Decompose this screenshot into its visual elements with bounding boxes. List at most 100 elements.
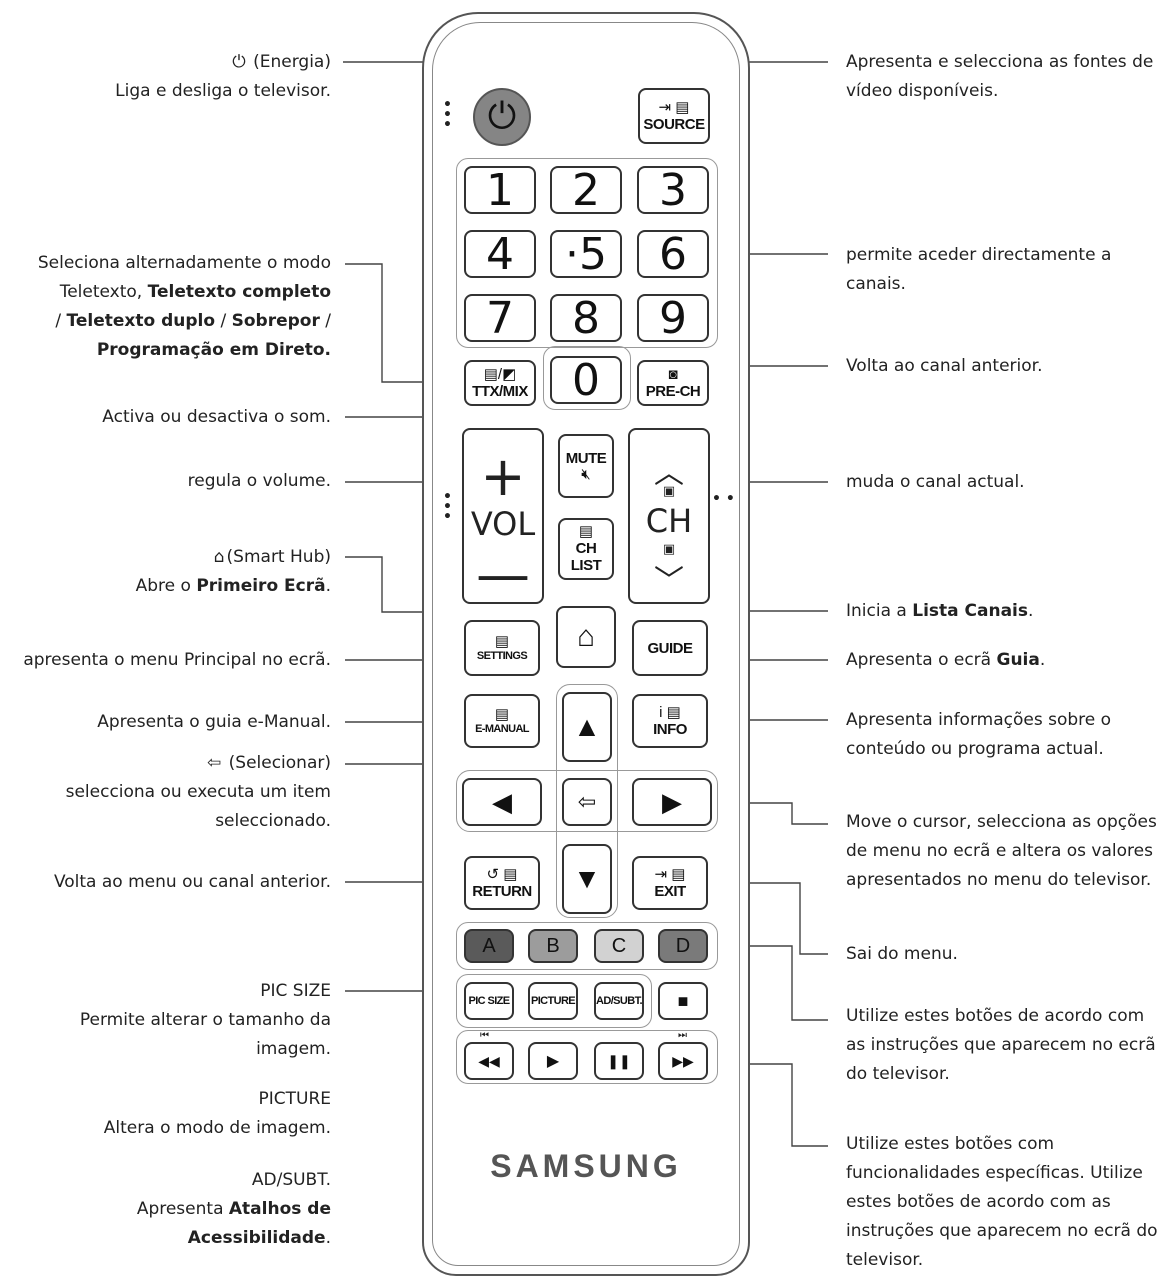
power-icon: ⏻ — [232, 52, 246, 72]
rewind-icon: ◀◀ — [478, 1052, 500, 1069]
digit-2-button[interactable]: 2 — [550, 165, 622, 216]
digit-1-button[interactable]: 1 — [464, 165, 536, 216]
ttx-mix-button[interactable]: ▤/◩ TTX/MIX — [464, 360, 536, 406]
stop-button[interactable]: ■ — [658, 982, 708, 1020]
home-icon: ⌂ — [576, 620, 596, 653]
label-adsubt: AD/SUBT. Apresenta Atalhos de Acessibili… — [136, 1170, 331, 1248]
fast-forward-icon: ▶▶ — [672, 1052, 694, 1069]
up-arrow-button[interactable]: ▲ — [562, 692, 612, 762]
pause-icon: ❚❚ — [607, 1052, 631, 1069]
digit-0-button[interactable]: 0 — [550, 355, 622, 406]
label-chlist: Inicia a Lista Canais. — [846, 601, 1034, 621]
digit-group — [456, 158, 718, 348]
volume-up-button[interactable]: + — [480, 445, 526, 508]
play-button[interactable]: ▶ — [528, 1042, 578, 1080]
color-b-button[interactable]: B — [528, 929, 578, 963]
label-info: Apresenta informações sobre o conteúdo o… — [846, 710, 1112, 759]
exit-icon: ⇥ ▤ — [654, 865, 686, 883]
pre-ch-button[interactable]: ◙ PRE-CH — [637, 360, 709, 406]
info-button[interactable]: i ▤ INFO — [632, 694, 708, 748]
label-volume: regula o volume. — [187, 471, 331, 491]
chlist-icon: ▤ — [578, 523, 594, 540]
label-emanual: Apresenta o guia e-Manual. — [97, 712, 331, 732]
power-button[interactable]: ⏻ — [473, 88, 531, 146]
label-exit: Sai do menu. — [846, 944, 958, 964]
label-select: ⇦ (Selecionar) selecciona ou executa um … — [65, 753, 331, 831]
color-c-button[interactable]: C — [594, 929, 644, 963]
label-numbers: permite aceder directamente a canais. — [846, 245, 1112, 294]
channel-rocker[interactable]: ︿ ▣ CH ▣ ﹀ — [628, 428, 710, 604]
select-button[interactable]: ⇦ — [562, 778, 612, 826]
label-picture: PICTURE Altera o modo de imagem. — [103, 1089, 331, 1138]
rewind-button[interactable]: ◀◀ — [464, 1042, 514, 1080]
stop-icon: ■ — [677, 990, 689, 1011]
ad-subt-button[interactable]: AD/SUBT. — [594, 982, 644, 1020]
home-button[interactable]: ⌂ — [556, 606, 616, 668]
label-cursor: Move o cursor, selecciona as opções de m… — [846, 812, 1157, 890]
e-manual-button[interactable]: ▤ E-MANUAL — [464, 694, 540, 748]
fast-forward-button[interactable]: ▶▶ — [658, 1042, 708, 1080]
digit-3-button[interactable]: 3 — [637, 165, 709, 216]
label-mute: Activa ou desactiva o som. — [102, 407, 331, 427]
home-icon: ⌂ — [213, 547, 225, 567]
digit-6-button[interactable]: 6 — [637, 229, 709, 280]
mute-icon: 🔇︎ — [581, 465, 591, 483]
enter-icon: ⇦ — [206, 753, 222, 773]
source-button[interactable]: ⇥ ▤ SOURCE — [638, 88, 710, 144]
label-prech: Volta ao canal anterior. — [846, 356, 1043, 376]
emanual-icon: ▤ — [494, 706, 510, 723]
volume-rocker[interactable]: + VOL — — [462, 428, 544, 604]
channel-up-button[interactable]: ︿ — [654, 456, 684, 491]
brand-logo: SAMSUNG — [490, 1148, 682, 1184]
channel-up-icon: ▣ — [662, 484, 676, 499]
color-group — [456, 922, 718, 970]
settings-button[interactable]: ▤ SETTINGS — [464, 620, 540, 676]
source-icon: ⇥ ▤ — [658, 98, 690, 116]
label-settings: apresenta o menu Principal no ecrã. — [23, 650, 331, 670]
pic-size-button[interactable]: PIC SIZE — [464, 982, 514, 1020]
digit-8-button[interactable]: 8 — [550, 293, 622, 344]
channel-down-button[interactable]: ﹀ — [654, 564, 684, 599]
picture-button[interactable]: PICTURE — [528, 982, 578, 1020]
power-icon: ⏻ — [487, 96, 517, 137]
color-d-button[interactable]: D — [658, 929, 708, 963]
digit-5-button[interactable]: ·5 — [550, 229, 622, 280]
media-group — [456, 1030, 718, 1084]
mute-button[interactable]: MUTE 🔇︎ — [558, 434, 614, 498]
pause-button[interactable]: ❚❚ — [594, 1042, 644, 1080]
exit-button[interactable]: ⇥ ▤ EXIT — [632, 856, 708, 910]
leader-exit — [710, 882, 828, 955]
leader-cursor — [716, 802, 828, 825]
zero-group — [543, 346, 631, 410]
dpad-horizontal — [456, 770, 718, 832]
ch-dots: • • — [712, 491, 735, 507]
digit-7-button[interactable]: 7 — [464, 293, 536, 344]
down-arrow-button[interactable]: ▼ — [562, 844, 612, 914]
volume-down-button[interactable]: — — [476, 543, 530, 606]
label-return: Volta ao menu ou canal anterior. — [53, 872, 331, 892]
digit-9-button[interactable]: 9 — [637, 293, 709, 344]
digit-4-button[interactable]: 4 — [464, 229, 536, 280]
guide-button[interactable]: GUIDE — [632, 620, 708, 676]
label-power: ⏻ (Energia) Liga e desliga o televisor. — [115, 52, 331, 101]
label-media: Utilize estes botões com funcionalidades… — [846, 1134, 1158, 1270]
prech-icon: ◙ — [668, 365, 678, 383]
leader-media — [716, 1063, 828, 1147]
right-arrow-button[interactable]: ▶ — [632, 778, 712, 826]
label-channel: muda o canal actual. — [846, 472, 1025, 492]
label-teletext: Seleciona alternadamente o modo Teletext… — [37, 253, 331, 360]
info-icon: i ▤ — [659, 703, 681, 721]
left-arrow-button[interactable]: ◀ — [462, 778, 542, 826]
channel-down-icon: ▣ — [662, 542, 676, 557]
teletext-icon: ▤/◩ — [483, 365, 517, 383]
label-colors: Utilize estes botões de acordo com as in… — [846, 1006, 1156, 1084]
skip-back-icon: ⏮ — [480, 1030, 489, 1041]
play-icon: ▶ — [546, 1053, 560, 1070]
return-button[interactable]: ↺ ▤ RETURN — [464, 856, 540, 910]
color-a-button[interactable]: A — [464, 929, 514, 963]
ch-list-button[interactable]: ▤ CH LIST — [558, 518, 614, 580]
label-smarthub: ⌂(Smart Hub) Abre o Primeiro Ecrã. — [135, 547, 331, 596]
vol-dots: ••• — [443, 489, 452, 525]
picture-group — [456, 974, 652, 1028]
power-dots: ••• — [443, 97, 452, 133]
